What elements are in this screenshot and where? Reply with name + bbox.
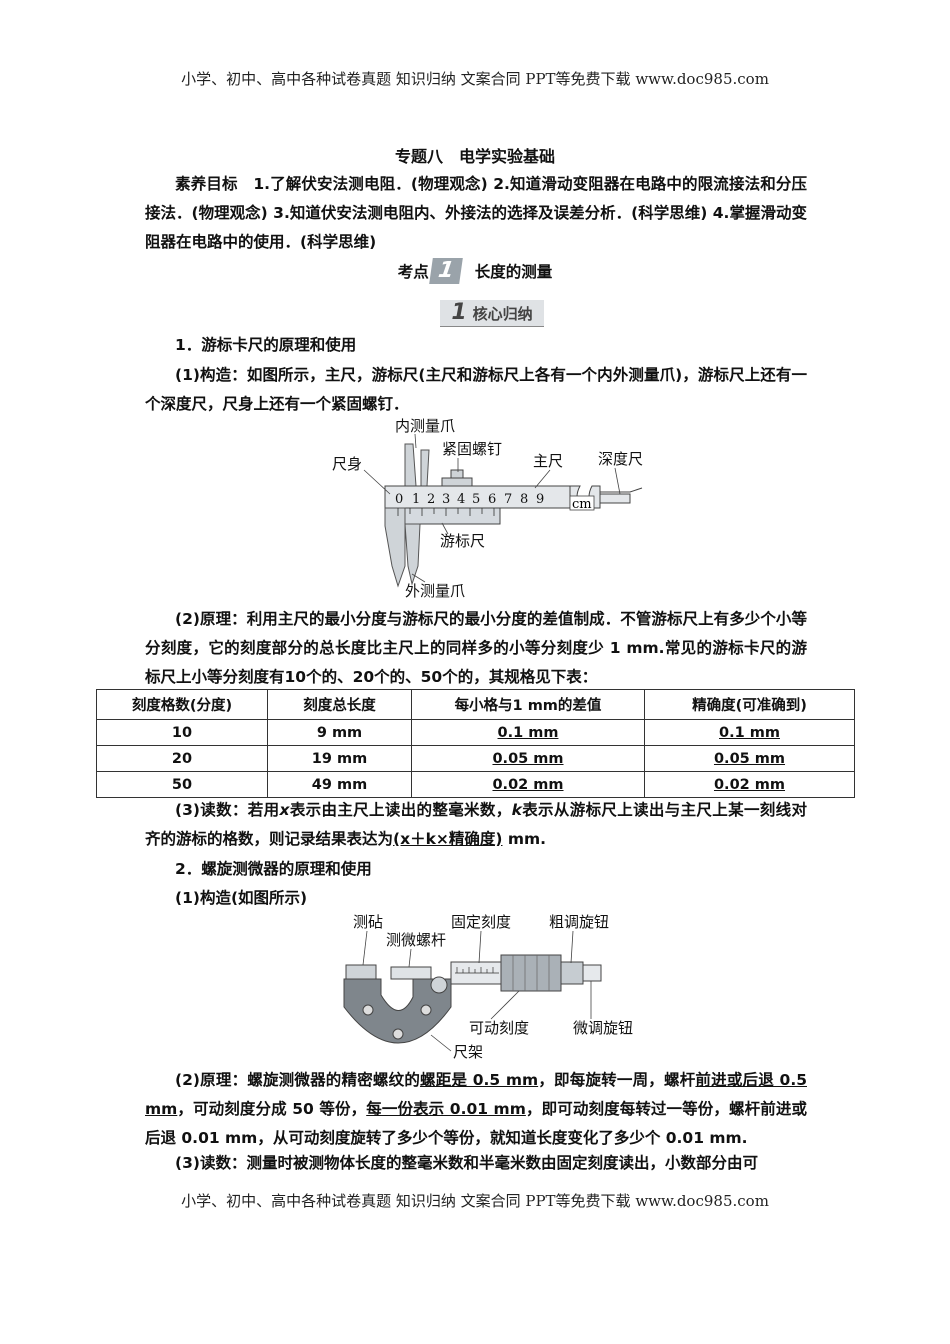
table-header-cell: 刻度总长度 (267, 689, 412, 720)
core-label: 核心归纳 (472, 305, 533, 323)
kaodian-title: 长度的测量 (474, 263, 553, 281)
table-row: 20 19 mm 0.05 mm 0.05 mm (96, 745, 855, 772)
principle-text: ，可动刻度分成 50 等份， (177, 1100, 367, 1118)
s1-heading-text: 1．游标卡尺的原理和使用 (175, 336, 357, 354)
micrometer-figure: 测砧 固定刻度 粗调旋钮 测微螺杆 可动刻度 微调旋钮 尺架 (341, 907, 646, 1060)
table-cell: 0.02 mm (644, 771, 855, 798)
tick-label: 6 (488, 492, 496, 507)
table-cell: 49 mm (267, 771, 412, 798)
reading-formula: (x＋k×精确度) (393, 830, 503, 848)
table-cell: 0.1 mm (644, 719, 855, 746)
core-summary-banner: 1 核心归纳 (440, 300, 544, 327)
reading-text: 表示从游标尺上读出与主尺上某一刻线对齐的游标的格数，则记录结果表达为 (145, 801, 807, 848)
s2-reading-text: (3)读数：测量时被测物体长度的整毫米数和半毫米数由固定刻度读出，小数部分由可 (175, 1154, 758, 1172)
table-cell: 50 (96, 771, 268, 798)
s1-heading: 1．游标卡尺的原理和使用 (145, 331, 807, 360)
table-cell: 20 (96, 745, 268, 772)
inner-jaw-label: 内测量爪 (395, 417, 455, 435)
s2-heading: 2．螺旋测微器的原理和使用 (145, 855, 807, 884)
table-cell: 10 (96, 719, 268, 746)
tick-label: 8 (520, 492, 528, 507)
reading-text: (3)读数：若用 (175, 801, 280, 819)
fixed-scale-label: 固定刻度 (451, 913, 511, 931)
principle-text: ，即每旋转一周，螺杆 (538, 1071, 696, 1089)
s1-construction-text: (1)构造：如图所示，主尺，游标尺(主尺和游标尺上各有一个内外测量爪)，游标尺上… (145, 366, 807, 413)
s2-principle: (2)原理：螺旋测微器的精密螺纹的螺距是 0.5 mm，即每旋转一周，螺杆前进或… (145, 1066, 807, 1153)
anvil-label: 测砧 (353, 913, 383, 931)
page-title: 专题八 电学实验基础 (394, 147, 555, 166)
reading-text: 表示由主尺上读出的整毫米数， (289, 801, 512, 819)
page-header: 小学、初中、高中各种试卷真题 知识归纳 文案合同 PPT等免费下载 www.do… (181, 70, 769, 88)
body-label: 尺身 (332, 455, 362, 473)
s2-construction: (1)构造(如图所示) (145, 884, 807, 913)
frame-label: 尺架 (453, 1043, 483, 1060)
s2-heading-text: 2．螺旋测微器的原理和使用 (175, 860, 372, 878)
table-row: 10 9 mm 0.1 mm 0.1 mm (96, 719, 855, 746)
s1-principle-text: (2)原理：利用主尺的最小分度与游标尺的最小分度的差值制成．不管游标尺上有多少个… (145, 610, 807, 686)
principle-text: (2)原理：螺旋测微器的精密螺纹的 (175, 1071, 421, 1089)
goals-text: 素养目标 1.了解伏安法测电阻．(物理观念) 2.知道滑动变阻器在电路中的限流接… (145, 175, 807, 251)
var-x: x (279, 801, 290, 819)
page-footer: 小学、初中、高中各种试卷真题 知识归纳 文案合同 PPT等免费下载 www.do… (181, 1192, 769, 1210)
movable-scale-label: 可动刻度 (469, 1019, 529, 1037)
fine-knob-label: 微调旋钮 (573, 1019, 633, 1037)
tick-label: 4 (457, 492, 465, 507)
table-header-cell: 每小格与1 mm的差值 (411, 689, 645, 720)
principle-text: ，即可动刻度每转过一等份，螺杆前进或后退 0.01 mm，从可动刻度旋转了多少个… (145, 1100, 807, 1147)
outer-jaw-label: 外测量爪 (405, 582, 465, 598)
unit-cm-label: cm (572, 497, 592, 512)
principle-underlined: 螺距是 0.5 mm (420, 1071, 539, 1089)
vernier-label: 游标尺 (440, 532, 485, 550)
learning-goals: 素养目标 1.了解伏安法测电阻．(物理观念) 2.知道滑动变阻器在电路中的限流接… (145, 170, 807, 257)
tick-label: 9 (536, 492, 544, 507)
kaodian-number-badge: 1 (428, 258, 463, 284)
var-k: k (511, 801, 522, 819)
table-cell: 0.02 mm (411, 771, 645, 798)
reading-text: mm. (502, 830, 547, 848)
core-number: 1 (451, 300, 467, 325)
main-scale-ticks: 0 1 2 3 4 5 6 7 8 9 (395, 492, 544, 507)
table-cell: 0.05 mm (644, 745, 855, 772)
table-cell: 0.1 mm (411, 719, 645, 746)
table-header-cell: 精确度(可准确到) (644, 689, 855, 720)
depth-gauge-label: 深度尺 (598, 450, 643, 468)
table-cell: 19 mm (267, 745, 412, 772)
table-header-cell: 刻度格数(分度) (96, 689, 268, 720)
tick-label: 0 (395, 492, 403, 507)
tick-label: 3 (442, 492, 450, 507)
main-scale-label: 主尺 (533, 452, 563, 470)
tick-label: 7 (504, 492, 512, 507)
s2-construction-text: (1)构造(如图所示) (175, 889, 308, 907)
vernier-caliper-figure: 0 1 2 3 4 5 6 7 8 9 cm 内测量爪 紧固螺钉 主尺 深度尺 … (330, 416, 655, 598)
s2-reading: (3)读数：测量时被测物体长度的整毫米数和半毫米数由固定刻度读出，小数部分由可 (145, 1149, 807, 1178)
principle-underlined: 前进或后退 0.5 mm (145, 1071, 807, 1118)
kaodian-prefix: 考点 (397, 263, 429, 281)
coarse-knob-label: 粗调旋钮 (549, 913, 609, 931)
table-row: 50 49 mm 0.02 mm 0.02 mm (96, 771, 855, 798)
screw-label: 紧固螺钉 (442, 440, 502, 458)
s1-reading: (3)读数：若用x表示由主尺上读出的整毫米数，k表示从游标尺上读出与主尺上某一刻… (145, 796, 807, 854)
table-header-row: 刻度格数(分度) 刻度总长度 每小格与1 mm的差值 精确度(可准确到) (96, 689, 855, 720)
vernier-spec-table: 刻度格数(分度) 刻度总长度 每小格与1 mm的差值 精确度(可准确到) 10 … (96, 689, 855, 798)
s1-principle: (2)原理：利用主尺的最小分度与游标尺的最小分度的差值制成．不管游标尺上有多少个… (145, 605, 807, 692)
tick-label: 2 (427, 492, 435, 507)
tick-label: 5 (472, 492, 480, 507)
principle-underlined: 每一份表示 0.01 mm (366, 1100, 526, 1118)
spindle-label: 测微螺杆 (386, 931, 446, 949)
table-cell: 9 mm (267, 719, 412, 746)
table-cell: 0.05 mm (411, 745, 645, 772)
s1-construction: (1)构造：如图所示，主尺，游标尺(主尺和游标尺上各有一个内外测量爪)，游标尺上… (145, 361, 807, 419)
tick-label: 1 (412, 492, 420, 507)
